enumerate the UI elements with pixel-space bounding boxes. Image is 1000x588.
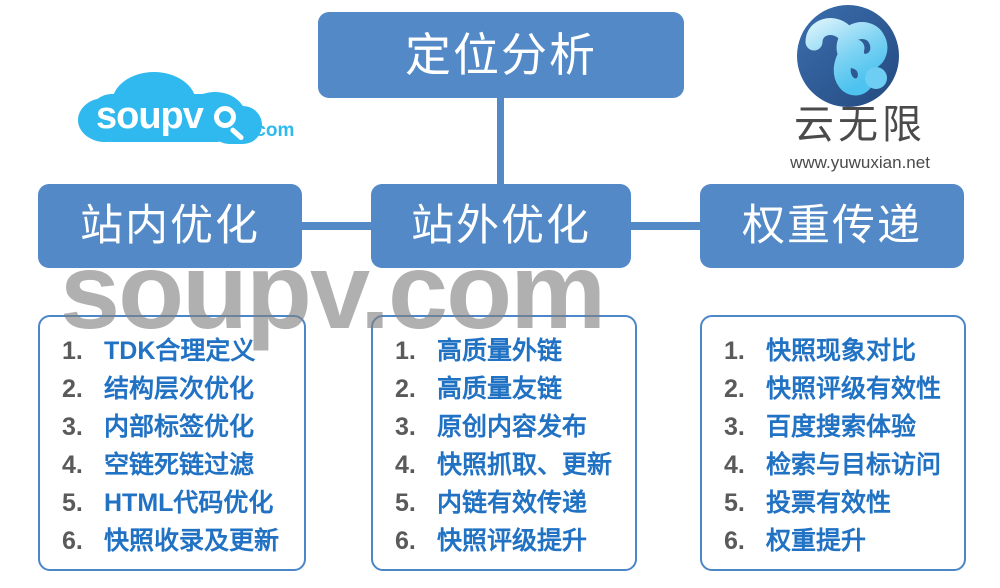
list-item: 1. TDK合理定义 [40, 331, 304, 369]
list-item-label: 快照评级提升 [437, 527, 588, 555]
list-card-off-site: 1. 高质量外链 2. 高质量友链 3. 原创内容发布 4. 快照抓取、更新 5… [371, 315, 637, 571]
magnifier-ring [214, 106, 236, 128]
list-item-number: 3. [724, 413, 745, 441]
node-branch-weight-label: 权重传递 [742, 201, 922, 250]
node-title-box[interactable]: 定位分析 [318, 12, 684, 98]
list-item: 1. 快照现象对比 [702, 331, 964, 369]
list-card-on-site: 1. TDK合理定义 2. 结构层次优化 3. 内部标签优化 4. 空链死链过滤… [38, 315, 306, 571]
yuwuxian-circle-icon [797, 5, 899, 107]
magnifier-icon [210, 104, 252, 146]
yuwuxian-url: www.yuwuxian.net [790, 153, 930, 172]
soupv-domain-suffix: .com [250, 120, 295, 141]
list-item-label: 结构层次优化 [104, 375, 255, 403]
list-item: 6. 快照收录及更新 [40, 521, 304, 559]
list-item-number: 5. [395, 489, 416, 517]
list-item-number: 6. [724, 527, 745, 555]
list-item: 5. 内链有效传递 [373, 483, 635, 521]
list-item: 3. 内部标签优化 [40, 407, 304, 445]
node-branch-weight[interactable]: 权重传递 [700, 184, 964, 268]
list-item-label: TDK合理定义 [104, 337, 256, 365]
list-item: 2. 高质量友链 [373, 369, 635, 407]
list-item: 1. 高质量外链 [373, 331, 635, 369]
list-item: 4. 空链死链过滤 [40, 445, 304, 483]
list-item-label: 内链有效传递 [437, 489, 588, 517]
list-item-number: 5. [724, 489, 745, 517]
list-item-number: 1. [395, 337, 416, 365]
list-item-label: 百度搜索体验 [766, 413, 917, 441]
list-item-number: 1. [724, 337, 745, 365]
cloud-icon [78, 98, 132, 142]
list-item-number: 4. [395, 451, 416, 479]
list-item: 5. 投票有效性 [702, 483, 964, 521]
list-item: 3. 原创内容发布 [373, 407, 635, 445]
list-item-label: 内部标签优化 [104, 413, 255, 441]
list-item-label: 快照抓取、更新 [437, 451, 613, 479]
list-card-weight: 1. 快照现象对比 2. 快照评级有效性 3. 百度搜索体验 4. 检索与目标访… [700, 315, 966, 571]
list-item: 2. 结构层次优化 [40, 369, 304, 407]
node-branch-on-site-label: 站内优化 [80, 201, 260, 250]
list-item-number: 4. [724, 451, 745, 479]
node-title-label: 定位分析 [405, 29, 597, 81]
list-item-number: 3. [395, 413, 416, 441]
list-item-label: 原创内容发布 [437, 413, 588, 441]
list-item: 6. 快照评级提升 [373, 521, 635, 559]
yuwuxian-name: 云无限 [794, 103, 926, 147]
yuwuxian-logo: 云无限 www.yuwuxian.net [760, 2, 960, 177]
list-item-label: 投票有效性 [766, 489, 892, 517]
list-item-number: 4. [62, 451, 83, 479]
list-item: 4. 检索与目标访问 [702, 445, 964, 483]
list-item-number: 2. [395, 375, 416, 403]
list-item: 6. 权重提升 [702, 521, 964, 559]
magnifier-handle [229, 126, 245, 142]
node-branch-on-site[interactable]: 站内优化 [38, 184, 302, 268]
list-item-label: 空链死链过滤 [104, 451, 255, 479]
list-item-number: 2. [724, 375, 745, 403]
list-item-label: 快照收录及更新 [104, 527, 280, 555]
list-item-number: 6. [62, 527, 83, 555]
list-item-label: HTML代码优化 [104, 489, 274, 517]
list-item-label: 高质量外链 [437, 337, 563, 365]
list-item: 3. 百度搜索体验 [702, 407, 964, 445]
list-item-number: 6. [395, 527, 416, 555]
node-branch-off-site[interactable]: 站外优化 [371, 184, 631, 268]
list-item-number: 5. [62, 489, 83, 517]
list-item-number: 3. [62, 413, 83, 441]
list-item: 4. 快照抓取、更新 [373, 445, 635, 483]
list-item-label: 快照评级有效性 [766, 375, 942, 403]
list-item-label: 检索与目标访问 [766, 451, 942, 479]
connector-title-to-offsite [497, 96, 504, 192]
soupv-logo: soupv .com [60, 58, 294, 150]
list-item: 2. 快照评级有效性 [702, 369, 964, 407]
list-item-number: 1. [62, 337, 83, 365]
list-item-label: 权重提升 [766, 527, 867, 555]
soupv-wordmark: soupv [96, 95, 204, 137]
list-item-label: 高质量友链 [437, 375, 563, 403]
list-item-label: 快照现象对比 [766, 337, 917, 365]
list-item-number: 2. [62, 375, 83, 403]
list-item: 5. HTML代码优化 [40, 483, 304, 521]
node-branch-off-site-label: 站外优化 [411, 201, 591, 250]
